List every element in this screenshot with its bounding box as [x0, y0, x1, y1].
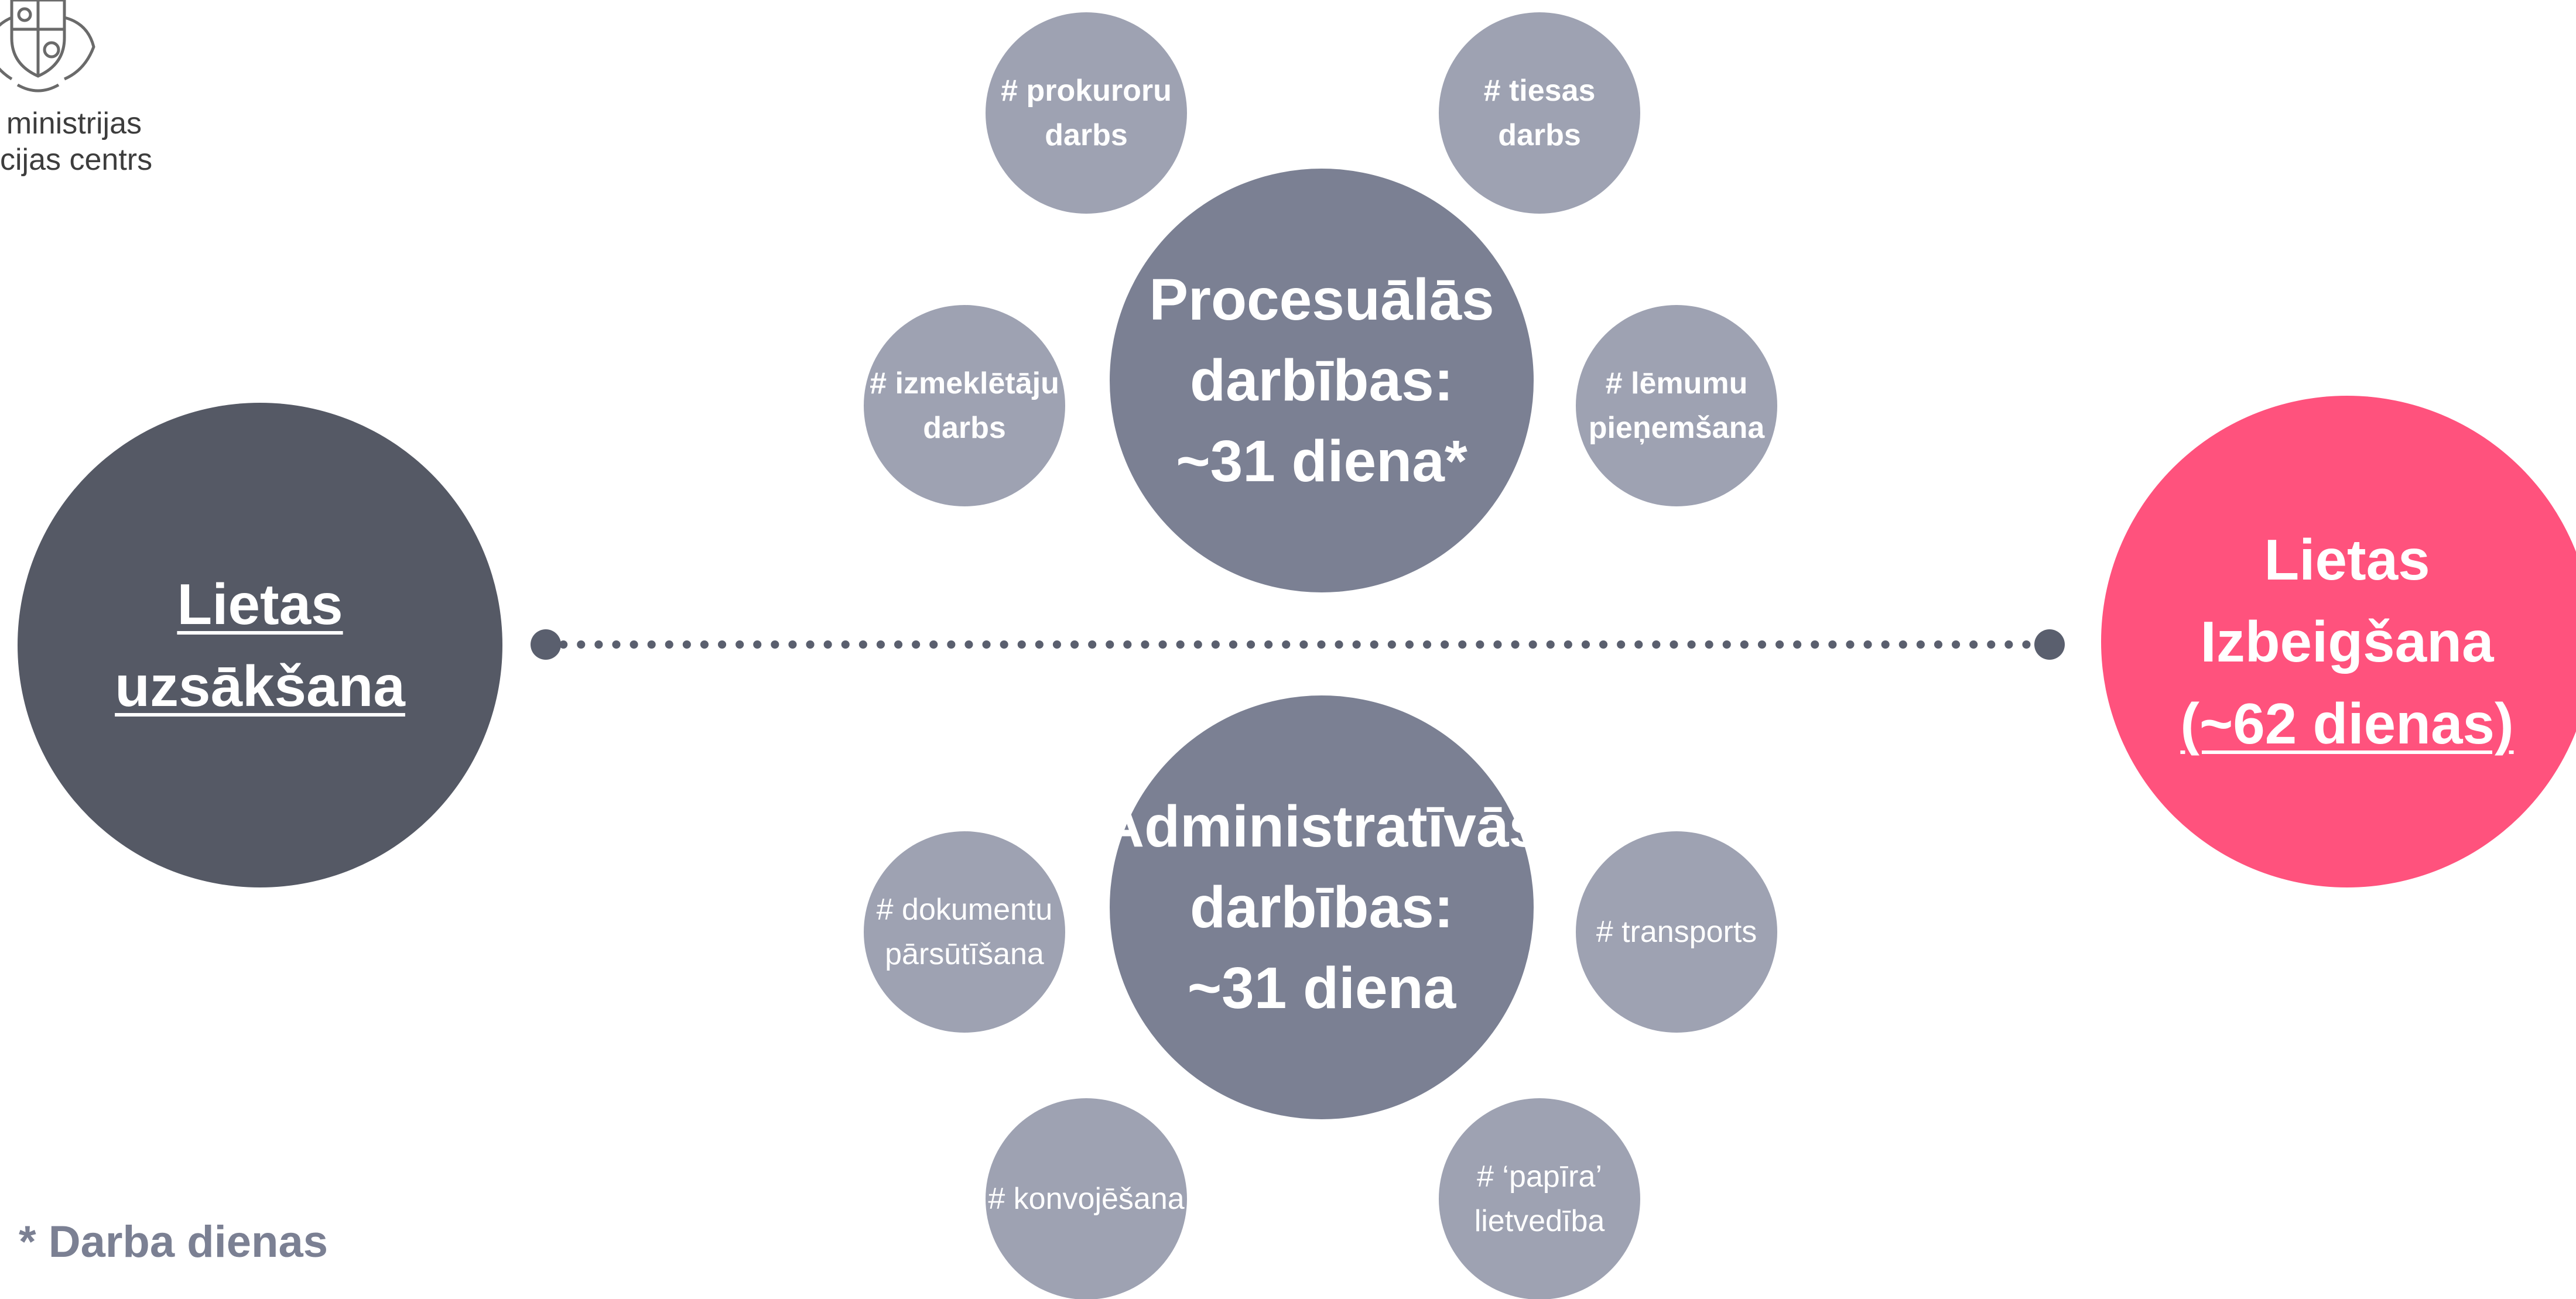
- transport-circle: # transports: [1576, 831, 1777, 1033]
- investigator-work-line-2: darbs: [923, 411, 1006, 445]
- paper-records-circle: # ‘papīra’ lietvedība: [1439, 1098, 1640, 1299]
- court-work-line-1: # tiesas: [1483, 74, 1596, 108]
- prosecutor-work-line-1: # prokuroru: [1001, 74, 1172, 108]
- case-start-circle: Lietas uzsākšana: [18, 403, 502, 887]
- timeline-end-dot: [2034, 629, 2065, 660]
- prosecutor-work-circle: # prokuroru darbs: [986, 12, 1187, 214]
- case-end-line-1: Lietas: [2264, 527, 2430, 592]
- decision-making-line-2: pieņemšana: [1588, 411, 1765, 445]
- investigator-work-circle: # izmeklētāju darbs: [864, 305, 1065, 506]
- procedural-duration: ~31 diena*: [1176, 429, 1467, 494]
- coat-of-arms-icon: [0, 0, 95, 92]
- paper-records-line-2: lietvedība: [1474, 1204, 1605, 1238]
- document-forwarding-line-2: pārsūtīšana: [885, 937, 1044, 971]
- document-forwarding-line-1: # dokumentu: [876, 893, 1053, 927]
- organization-name: ministrijas cijas centrs: [0, 105, 153, 178]
- administrative-title: Administratīvās: [1101, 794, 1542, 859]
- case-start-line-1: Lietas: [177, 572, 343, 636]
- convoy-line-1: # konvojēšana: [988, 1182, 1185, 1216]
- court-work-circle: # tiesas darbs: [1439, 12, 1640, 214]
- case-end-circle: Lietas Izbeigšana (~62 dienas): [2101, 396, 2576, 887]
- transport-line-1: # transports: [1596, 915, 1757, 949]
- timeline-start-dot: [531, 629, 561, 660]
- case-end-duration: (~62 dienas): [2180, 691, 2514, 756]
- administrative-actions-circle: Administratīvās darbības: ~31 diena: [1102, 695, 1541, 1119]
- administrative-subtitle: darbības:: [1189, 875, 1454, 940]
- convoy-circle: # konvojēšana: [986, 1098, 1187, 1299]
- case-end-line-2: Izbeigšana: [2200, 609, 2494, 674]
- case-start-line-2: uzsākšana: [115, 654, 405, 718]
- procedural-actions-circle: Procesuālās darbības: ~31 diena*: [1110, 169, 1534, 592]
- organization-line-1: ministrijas: [6, 107, 142, 140]
- court-work-line-2: darbs: [1498, 118, 1581, 152]
- prosecutor-work-line-2: darbs: [1045, 118, 1128, 152]
- decision-making-line-1: # lēmumu: [1605, 366, 1748, 400]
- paper-records-line-1: # ‘papīra’: [1477, 1160, 1602, 1194]
- decision-making-circle: # lēmumu pieņemšana: [1576, 305, 1777, 506]
- procedural-title: Procesuālās: [1149, 267, 1494, 333]
- administrative-duration: ~31 diena: [1187, 955, 1456, 1021]
- organization-line-2: cijas centrs: [0, 143, 153, 177]
- footnote: * Darba dienas: [19, 1217, 328, 1267]
- document-forwarding-circle: # dokumentu pārsūtīšana: [864, 831, 1065, 1033]
- procedural-subtitle: darbības:: [1189, 348, 1454, 413]
- investigator-work-line-1: # izmeklētāju: [870, 366, 1059, 400]
